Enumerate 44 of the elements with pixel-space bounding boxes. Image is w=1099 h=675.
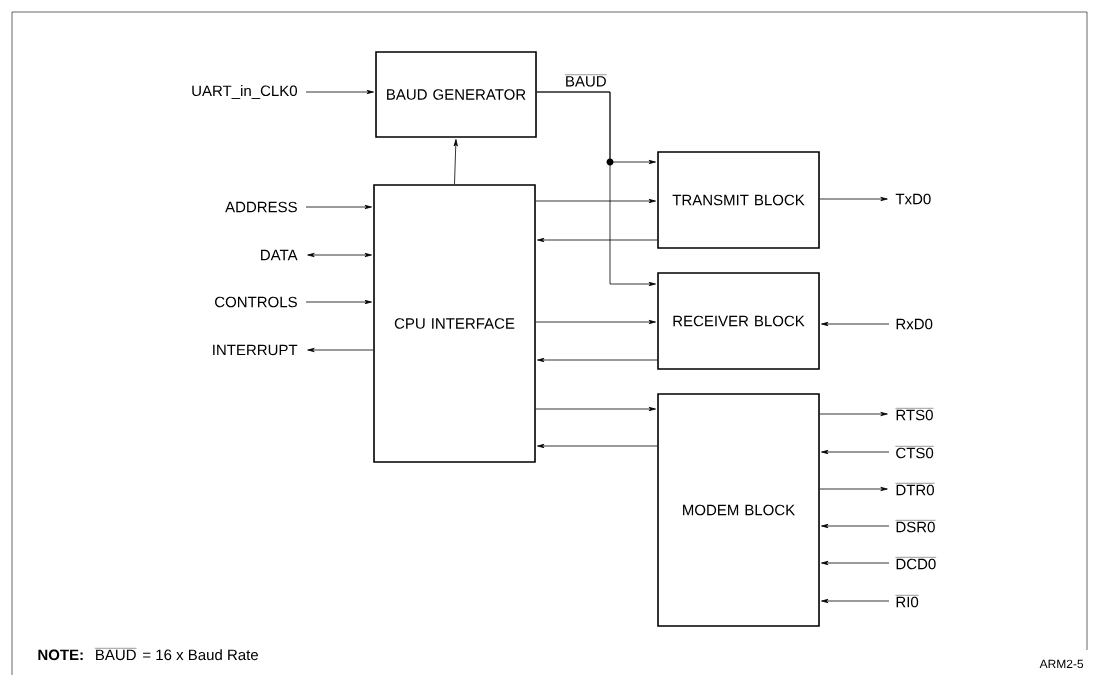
arrow (536, 91, 656, 287)
arrow (819, 196, 888, 202)
signal-label: INTERRUPT (213, 344, 298, 356)
signal-label: UART_in_CLK0 (192, 85, 297, 99)
figure-id: ARM2-5 (1039, 659, 1084, 669)
note-text: = 16 x Baud Rate (143, 649, 258, 661)
note-text: BAUD (94, 648, 137, 661)
arrow (821, 598, 829, 604)
arrow (535, 198, 656, 204)
arrow (821, 560, 829, 566)
arrow (364, 299, 372, 305)
block-box: BAUD GENERATOR (375, 51, 537, 138)
arrow (819, 486, 888, 492)
signal-label: RTS0 (895, 408, 934, 421)
signal-label: DATA (261, 249, 298, 261)
signal-label: DTR0 (895, 483, 935, 496)
signal-label: RxD0 (896, 318, 933, 330)
signal-label: DCD0 (895, 557, 937, 570)
block-box: CPU INTERFACE (373, 184, 536, 463)
signal-label: TxD0 (895, 193, 931, 205)
arrow (821, 449, 829, 455)
note-label: NOTE: (38, 649, 83, 661)
signal-label: CONTROLS (215, 296, 297, 308)
signal-label: CTS0 (895, 446, 934, 459)
block-box: RECEIVER BLOCK (657, 272, 820, 370)
arrow (364, 204, 372, 210)
arrow (307, 252, 372, 258)
arrow (535, 319, 656, 325)
block-box: TRANSMIT BLOCK (657, 151, 820, 249)
arrow (537, 237, 658, 243)
block-box: MODEM BLOCK (657, 393, 820, 627)
arrow (307, 347, 374, 353)
edge-label: BAUD (562, 72, 609, 89)
arrow (821, 321, 829, 327)
signal-label: RI0 (895, 595, 919, 608)
arrow (821, 523, 829, 529)
arrow (366, 89, 374, 95)
arrow (535, 406, 656, 412)
signal-label: ADDRESS (225, 201, 297, 213)
arrow (537, 357, 658, 363)
signal-label: DSR0 (895, 520, 936, 533)
arrow (453, 139, 458, 185)
arrow (537, 443, 658, 449)
arrow (819, 411, 888, 417)
